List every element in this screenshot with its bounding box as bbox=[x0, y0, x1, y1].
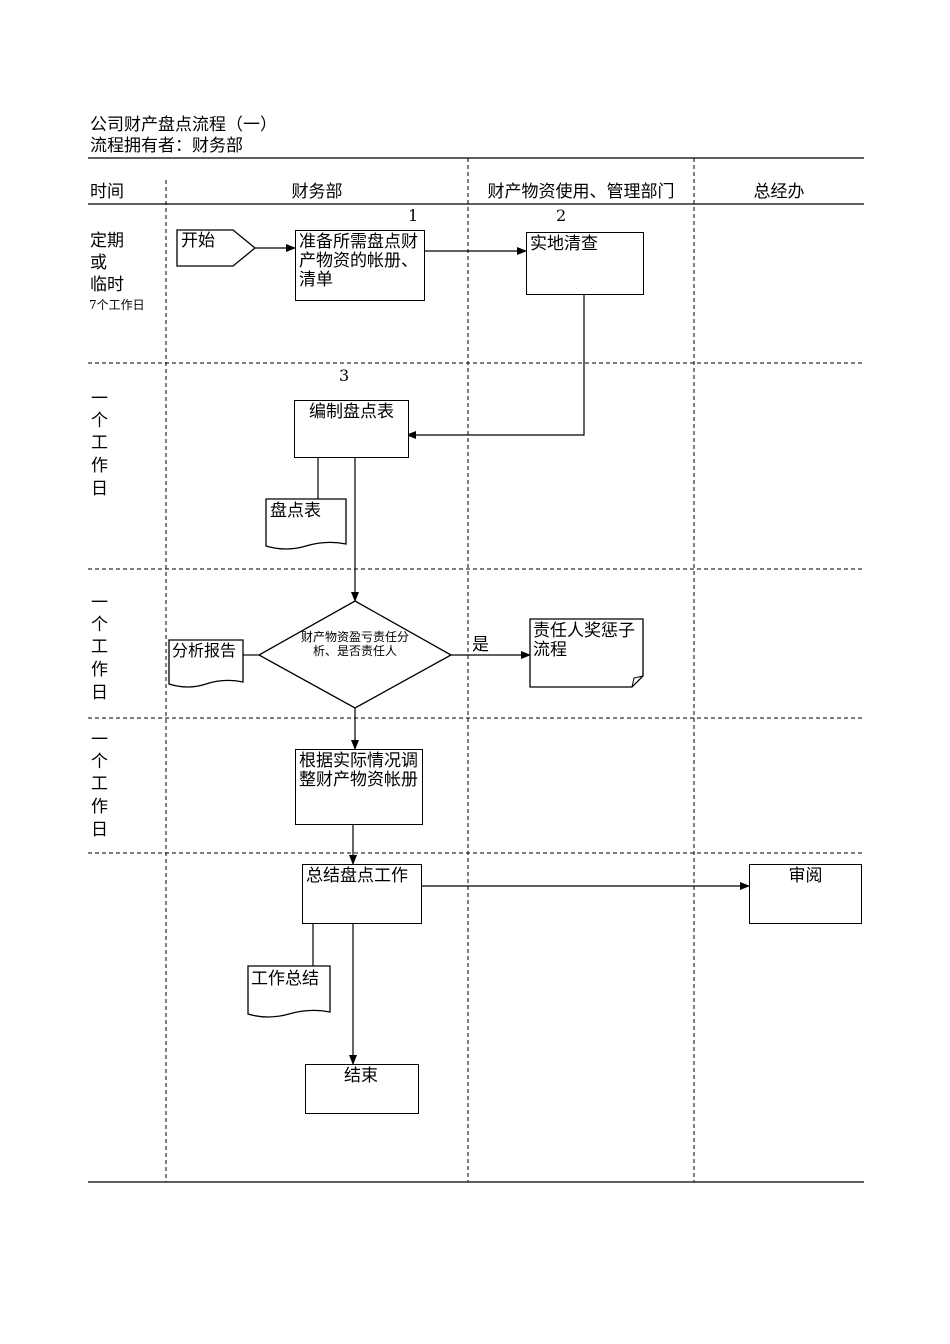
review-label: 审阅 bbox=[788, 866, 823, 886]
period-1-line-3: 临时 bbox=[90, 275, 124, 295]
lane-heading-time: 时间 bbox=[90, 182, 124, 202]
work-summary-doc-label: 工作总结 bbox=[251, 969, 319, 989]
period-4-char-3: 工 bbox=[91, 774, 108, 794]
end-box: 结束 bbox=[305, 1064, 419, 1114]
period-4-char-4: 作 bbox=[91, 797, 108, 817]
summarize-work-box: 总结盘点工作 bbox=[302, 864, 422, 924]
period-3-char-1: 一 bbox=[91, 593, 108, 613]
page-title: 公司财产盘点流程（一） bbox=[90, 115, 277, 135]
start-shape bbox=[176, 229, 257, 267]
reward-shape bbox=[529, 618, 644, 688]
step-number-3: 3 bbox=[339, 366, 350, 385]
report-doc-shape bbox=[168, 639, 244, 688]
summarize-work-label: 总结盘点工作 bbox=[306, 866, 408, 886]
period-2-char-2: 个 bbox=[91, 411, 108, 431]
period-4-char-1: 一 bbox=[91, 730, 108, 750]
process-owner: 流程拥有者：财务部 bbox=[90, 136, 243, 156]
period-2-char-1: 一 bbox=[91, 389, 108, 409]
decision-label: 财产物资盈亏责任分析、是否责任人 bbox=[300, 630, 409, 658]
prepare-ledger-box: 准备所需盘点财产物资的帐册、清单 bbox=[295, 230, 425, 301]
period-3-char-2: 个 bbox=[91, 615, 108, 635]
reward-fold bbox=[631, 675, 644, 688]
field-inspection-box: 实地清查 bbox=[526, 232, 644, 295]
review-box: 审阅 bbox=[749, 864, 862, 924]
compile-sheet-label: 编制盘点表 bbox=[309, 402, 394, 422]
compile-sheet-box: 编制盘点表 bbox=[294, 400, 409, 458]
period-1-days: 7个工作日 bbox=[89, 298, 145, 312]
start-label: 开始 bbox=[181, 231, 215, 251]
lane-heading-gm-office: 总经办 bbox=[753, 182, 805, 202]
lane-heading-user-dept: 财产物资使用、管理部门 bbox=[487, 182, 675, 202]
lane-heading-finance: 财务部 bbox=[291, 182, 343, 202]
inventory-sheet-doc-label: 盘点表 bbox=[270, 501, 321, 521]
step-number-1: 1 bbox=[408, 206, 419, 225]
period-1-line-1: 定期 bbox=[90, 231, 124, 251]
yes-label: 是 bbox=[472, 635, 489, 655]
connector-inspect-compile bbox=[406, 295, 585, 439]
reward-subprocess-label: 责任人奖惩子流程 bbox=[533, 621, 635, 660]
sheet-doc-shape bbox=[265, 498, 347, 550]
period-2-char-3: 工 bbox=[91, 433, 108, 453]
period-3-char-5: 日 bbox=[91, 683, 108, 703]
period-4-char-5: 日 bbox=[91, 820, 108, 840]
adjust-ledger-label: 根据实际情况调整财产物资帐册 bbox=[299, 751, 418, 790]
step-number-2: 2 bbox=[556, 206, 567, 225]
period-3-char-4: 作 bbox=[91, 660, 108, 680]
analysis-report-doc-label: 分析报告 bbox=[172, 641, 237, 660]
period-1-line-2: 或 bbox=[90, 253, 107, 273]
prepare-ledger-label: 准备所需盘点财产物资的帐册、清单 bbox=[299, 232, 418, 290]
period-2-char-4: 作 bbox=[91, 456, 108, 476]
adjust-ledger-box: 根据实际情况调整财产物资帐册 bbox=[295, 749, 423, 825]
period-4-char-2: 个 bbox=[91, 752, 108, 772]
field-inspection-label: 实地清查 bbox=[530, 234, 598, 254]
end-label: 结束 bbox=[344, 1066, 378, 1086]
summary-doc-shape bbox=[247, 965, 331, 1018]
period-3-char-3: 工 bbox=[91, 637, 108, 657]
period-2-char-5: 日 bbox=[91, 479, 108, 499]
